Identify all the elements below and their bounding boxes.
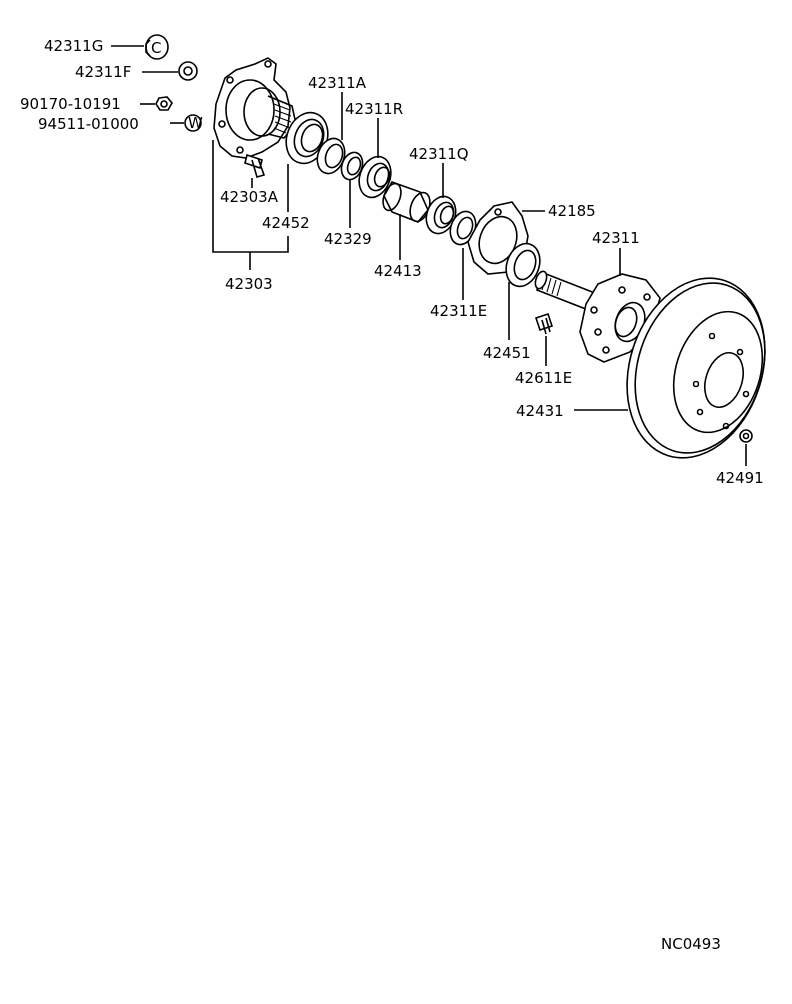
nut-90170-10191	[155, 96, 173, 111]
label-42303a: 42303A	[220, 188, 279, 206]
nut-letter: C	[151, 39, 161, 57]
label-94511-01000: 94511-01000	[38, 115, 139, 133]
label-42311q: 42311Q	[409, 145, 469, 163]
washer-42311f	[178, 61, 198, 81]
label-42311a: 42311A	[308, 74, 367, 92]
lock-nut-42311g: C	[145, 34, 169, 60]
brake-disc-42431	[626, 277, 766, 459]
diagram-code: NC0493	[661, 935, 721, 953]
oil-seal-42452	[285, 111, 329, 165]
label-42413: 42413	[374, 262, 422, 280]
bearing-42311r	[358, 155, 392, 199]
label-90170-10191: 90170-10191	[20, 95, 121, 113]
label-42311e: 42311E	[430, 302, 487, 320]
bolt-42303a	[244, 153, 266, 178]
axle-carrier-42303	[213, 57, 297, 159]
washer-94511-01000: W	[184, 114, 203, 132]
label-42185: 42185	[548, 202, 596, 220]
bearing-42311q	[425, 195, 457, 235]
label-42311: 42311	[592, 229, 640, 247]
washer-letter: W	[188, 114, 203, 132]
label-42452: 42452	[262, 214, 310, 232]
part-labels: 42311G 42311F 90170-10191 94511-01000 42…	[20, 37, 764, 487]
leader-lines	[111, 45, 747, 466]
label-42311g: 42311G	[44, 37, 103, 55]
label-42303: 42303	[225, 275, 273, 293]
label-42329: 42329	[324, 230, 372, 248]
label-42311r: 42311R	[345, 100, 403, 118]
oil-seal-42451	[505, 242, 541, 288]
hub-bolt-42611e	[534, 312, 554, 335]
label-42451: 42451	[483, 344, 531, 362]
label-42491: 42491	[716, 469, 764, 487]
label-42611e: 42611E	[515, 369, 572, 387]
plug-42491	[739, 429, 753, 443]
label-42431: 42431	[516, 402, 564, 420]
label-42311f: 42311F	[75, 63, 131, 81]
seal-42311e	[449, 210, 477, 246]
